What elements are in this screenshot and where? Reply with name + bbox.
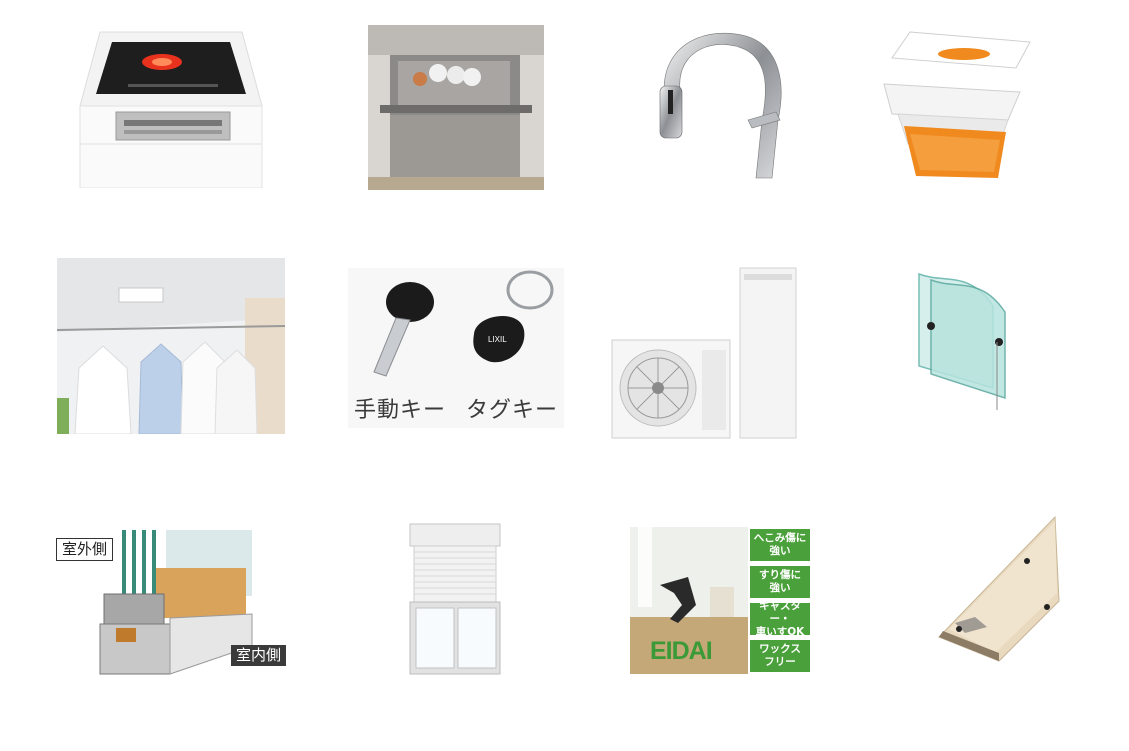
manual-key-label: 手動キー [354, 398, 447, 423]
insulated-bathtub-icon [880, 28, 1040, 186]
tag-key-icon: LIXIL [473, 270, 554, 363]
triple-glazed-window-icon: 室外側 室内側 [56, 528, 286, 678]
dishwasher-drawer-icon [368, 25, 544, 190]
eidai-logo: EIDAI [650, 637, 713, 665]
laminated-glass-icon [905, 270, 1020, 412]
ih-cooktop-icon [78, 28, 264, 188]
outdoor-label: 室外側 [56, 538, 114, 561]
dent-resistant-badge: へこみ傷に 強い [750, 529, 810, 561]
window-shutter-icon [408, 522, 503, 677]
bathroom-dryer-icon [57, 258, 285, 434]
touchless-faucet-icon [650, 28, 790, 183]
manual-key-icon [373, 282, 434, 377]
scratch-resistant-badge: すり傷に 強い [750, 566, 810, 598]
indoor-label: 室内側 [230, 645, 286, 666]
wax-free-badge: ワックス フリー [750, 640, 810, 672]
tag-key-label: タグキー [466, 398, 559, 423]
tag-brand: LIXIL [488, 335, 507, 344]
eidai-flooring-icon: EIDAI へこみ傷に 強い すり傷に 強い キャスター・ 車いすOK ワックス… [630, 527, 812, 674]
keys-icon: LIXIL 手動キー タグキー [348, 268, 564, 428]
flooring-layers-icon [935, 513, 1063, 663]
caster-ok-badge: キャスター・ 車いすOK [750, 600, 810, 638]
eco-water-heater-icon [610, 266, 800, 441]
